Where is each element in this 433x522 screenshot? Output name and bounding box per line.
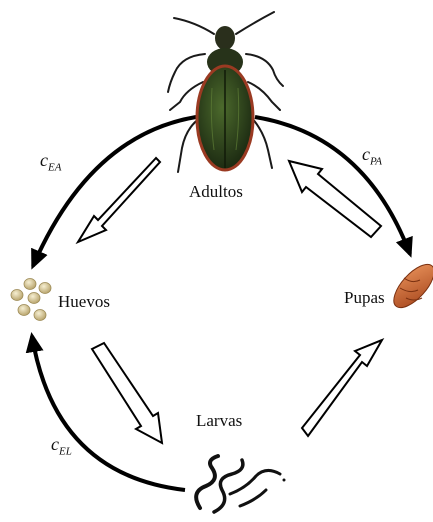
hollow-arrow-adults-to-eggs [78,158,160,242]
hollow-arrow-larvae-to-pupae [302,340,382,436]
hollow-arrow-pupae-to-adults [289,161,381,237]
coefficient-ea: cEA [40,150,61,174]
coefficient-pa-base: c [362,144,370,164]
adults-label: Adultos [189,182,243,202]
eggs-label: Huevos [58,292,110,312]
coefficient-el: cEL [51,434,72,458]
coefficient-pa-sub: PA [370,156,382,168]
arc-adults-to-eggs [33,117,196,266]
larvae-label: Larvas [196,411,242,431]
beetle-icon [168,12,283,172]
coefficient-ea-sub: EA [48,162,61,174]
coefficient-ea-base: c [40,150,48,170]
hollow-arrow-eggs-to-larvae [92,343,162,443]
coefficient-pa: cPA [362,144,382,168]
coefficient-el-base: c [51,434,59,454]
eggs-icon [11,279,51,321]
pupa-icon [387,258,433,314]
larvae-icon [196,456,285,512]
pupae-label: Pupas [344,288,385,308]
coefficient-el-sub: EL [59,446,72,458]
